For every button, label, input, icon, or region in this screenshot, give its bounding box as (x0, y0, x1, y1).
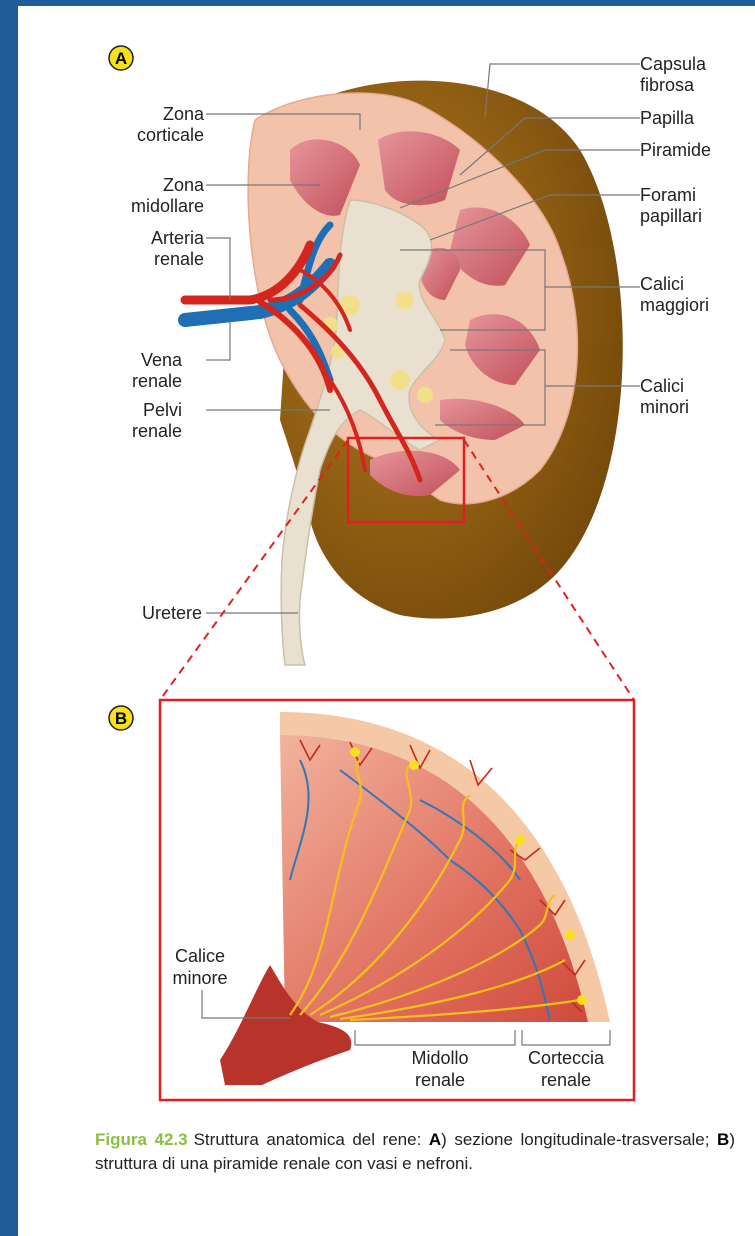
caption-b: B (717, 1130, 729, 1149)
label-forami-1: Forami (640, 185, 696, 205)
label-corteccia-1: Corteccia (528, 1048, 605, 1068)
label-zona-corticale-1: Zona (163, 104, 205, 124)
label-calici-maggiori-1: Calici (640, 274, 684, 294)
label-calici-maggiori-2: maggiori (640, 295, 709, 315)
label-vena-2: renale (132, 371, 182, 391)
label-pelvi-2: renale (132, 421, 182, 441)
caption-text-1: Struttura anatomica del rene: (194, 1130, 429, 1149)
label-zona-corticale-2: corticale (137, 125, 204, 145)
label-forami-2: papillari (640, 206, 702, 226)
label-calici-minori-1: Calici (640, 376, 684, 396)
label-vena-1: Vena (141, 350, 183, 370)
figure-caption: Figura 42.3 Struttura anatomica del rene:… (95, 1128, 735, 1176)
label-zona-midollare-2: midollare (131, 196, 204, 216)
badge-b-label: B (115, 709, 127, 728)
label-uretere: Uretere (142, 603, 202, 623)
label-arteria-1: Arteria (151, 228, 205, 248)
badge-a-label: A (115, 49, 127, 68)
label-piramide: Piramide (640, 140, 711, 160)
caption-a: A (429, 1130, 441, 1149)
label-arteria-2: renale (154, 249, 204, 269)
label-midollo-2: renale (415, 1070, 465, 1090)
label-midollo-1: Midollo (411, 1048, 468, 1068)
label-papilla: Papilla (640, 108, 695, 128)
caption-text-2: ) sezione longitudinale-trasversale; (441, 1130, 717, 1149)
label-calice-2: minore (172, 968, 227, 988)
label-pelvi-1: Pelvi (143, 400, 182, 420)
label-capsula-1: Capsula (640, 54, 707, 74)
label-zona-midollare-1: Zona (163, 175, 205, 195)
label-capsula-2: fibrosa (640, 75, 695, 95)
label-corteccia-2: renale (541, 1070, 591, 1090)
zoom-line-left (160, 440, 348, 700)
caption-figure-number: Figura 42.3 (95, 1130, 188, 1149)
label-calici-minori-2: minori (640, 397, 689, 417)
label-calice-1: Calice (175, 946, 225, 966)
